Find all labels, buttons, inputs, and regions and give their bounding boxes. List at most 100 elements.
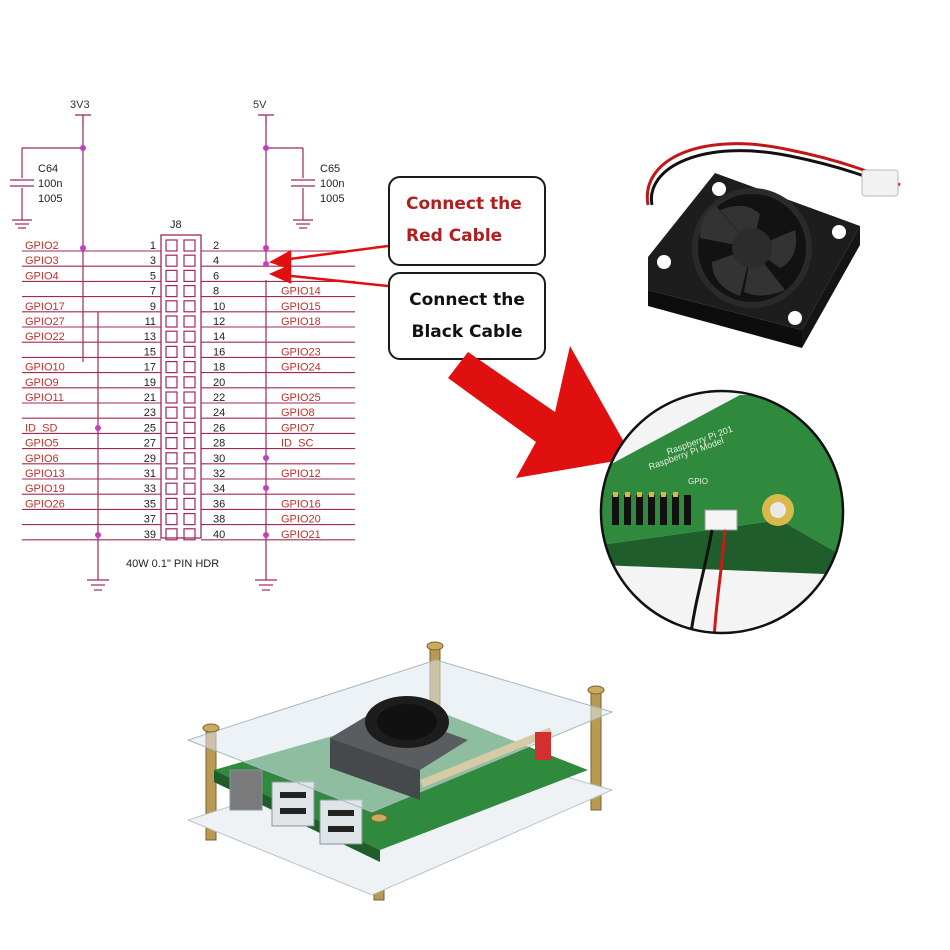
signal-label-left: GPIO3 — [25, 255, 59, 267]
pin-pad — [183, 254, 196, 267]
pin-pad — [165, 437, 178, 450]
signal-label-right: GPIO12 — [281, 468, 321, 480]
raspberry-pi-case-image — [186, 641, 614, 901]
header-name: J8 — [170, 219, 182, 231]
pin-pad — [165, 300, 178, 313]
pin-pad — [165, 391, 178, 404]
pin-number-even: 32 — [213, 468, 225, 480]
pin-pad — [183, 512, 196, 526]
pin-number-even: 14 — [213, 331, 225, 343]
signal-label-left: GPIO5 — [25, 438, 59, 450]
pin-number-odd: 19 — [144, 377, 156, 389]
pin-pad — [183, 376, 196, 389]
pin-pad — [165, 406, 178, 419]
pin-pad — [165, 361, 178, 374]
pin-pad — [183, 330, 196, 343]
pin-number-even: 6 — [213, 270, 219, 282]
pin-pad — [183, 452, 196, 465]
pin-number-even: 4 — [213, 255, 219, 267]
pin-pad — [165, 528, 178, 541]
pin-row: 19 20 GPIO9 — [22, 376, 355, 389]
pinout-schematic: 3V3 5V C64 100n 1005 C65 100n 1005 J8 40… — [10, 99, 389, 591]
silk-gpio: GPIO — [688, 477, 708, 486]
pin-pad — [183, 269, 196, 282]
pin-number-even: 38 — [213, 514, 225, 526]
pin-row: 1 2 GPIO2 — [22, 239, 355, 252]
signal-label-right: GPIO14 — [281, 286, 321, 298]
pin-number-even: 34 — [213, 483, 225, 495]
pin-pad — [165, 482, 178, 495]
c65-name: C65 — [320, 163, 340, 175]
silk-line1: Raspberry Pi 201 — [665, 424, 734, 457]
pin-number-odd: 33 — [144, 483, 156, 495]
pin-pad — [165, 239, 178, 252]
signal-label-left: GPIO6 — [25, 453, 59, 465]
signal-label-right: GPIO16 — [281, 498, 321, 510]
pin-number-odd: 27 — [144, 438, 156, 450]
pin-number-even: 18 — [213, 362, 225, 374]
pin-number-odd: 23 — [144, 407, 156, 419]
pin-number-even: 12 — [213, 316, 225, 328]
signal-label-left: GPIO9 — [25, 377, 59, 389]
pin-number-even: 2 — [213, 240, 219, 252]
c65-value: 100n — [320, 178, 344, 190]
pin-pad — [183, 528, 196, 541]
pin-number-odd: 31 — [144, 468, 156, 480]
rail-5v-label: 5V — [253, 99, 267, 111]
pin-number-odd: 37 — [144, 514, 156, 526]
header-caption: 40W 0.1" PIN HDR — [126, 558, 219, 570]
signal-label-right: GPIO8 — [281, 407, 315, 419]
board-closeup-image: Raspberry Pi 201 Raspberry Pi Model GPIO — [599, 389, 845, 635]
pin-number-odd: 39 — [144, 529, 156, 541]
signal-label-left: GPIO10 — [25, 362, 65, 374]
silk-line2: Raspberry Pi Model — [647, 435, 725, 471]
pin-pad — [165, 421, 178, 434]
pin-pad — [183, 315, 196, 328]
signal-label-left: GPIO11 — [25, 392, 64, 404]
signal-label-left: GPIO13 — [25, 468, 65, 480]
c64-name: C64 — [38, 163, 58, 175]
pin-number-odd: 11 — [145, 316, 156, 328]
pin-number-even: 8 — [213, 286, 219, 298]
pin-number-even: 36 — [213, 498, 225, 510]
rail-3v3-symbol — [75, 114, 274, 126]
junction-dots — [80, 145, 269, 538]
pin-pad — [165, 315, 178, 328]
pin-number-even: 16 — [213, 346, 225, 358]
pin-number-odd: 3 — [150, 255, 156, 267]
signal-label-left: GPIO17 — [25, 301, 65, 313]
pin-number-odd: 15 — [144, 346, 156, 358]
pin-pad — [165, 376, 178, 389]
pin-number-even: 20 — [213, 377, 225, 389]
pin-number-even: 30 — [213, 453, 225, 465]
pin-pad — [165, 497, 178, 510]
pin-number-even: 26 — [213, 422, 225, 434]
c65-size: 1005 — [320, 193, 344, 205]
signal-label-right: GPIO23 — [281, 346, 321, 358]
signal-label-right: GPIO24 — [281, 362, 321, 374]
callout-red-line2: Red Cable — [406, 226, 503, 246]
signal-label-right: ID_SC — [281, 438, 313, 450]
pin-number-even: 40 — [213, 529, 225, 541]
pin-pad — [165, 512, 178, 526]
c64-size: 1005 — [38, 193, 62, 205]
signal-label-left: GPIO2 — [25, 240, 59, 252]
pin-number-odd: 9 — [150, 301, 156, 313]
pin-pad — [165, 269, 178, 282]
signal-label-left: GPIO26 — [25, 498, 65, 510]
power-rails — [82, 126, 267, 580]
pin-number-odd: 13 — [144, 331, 156, 343]
pin-number-odd: 29 — [144, 453, 156, 465]
pin-pad — [183, 361, 196, 374]
pin-number-even: 28 — [213, 438, 225, 450]
pin-number-odd: 1 — [150, 240, 156, 252]
pin-pad — [183, 345, 196, 358]
